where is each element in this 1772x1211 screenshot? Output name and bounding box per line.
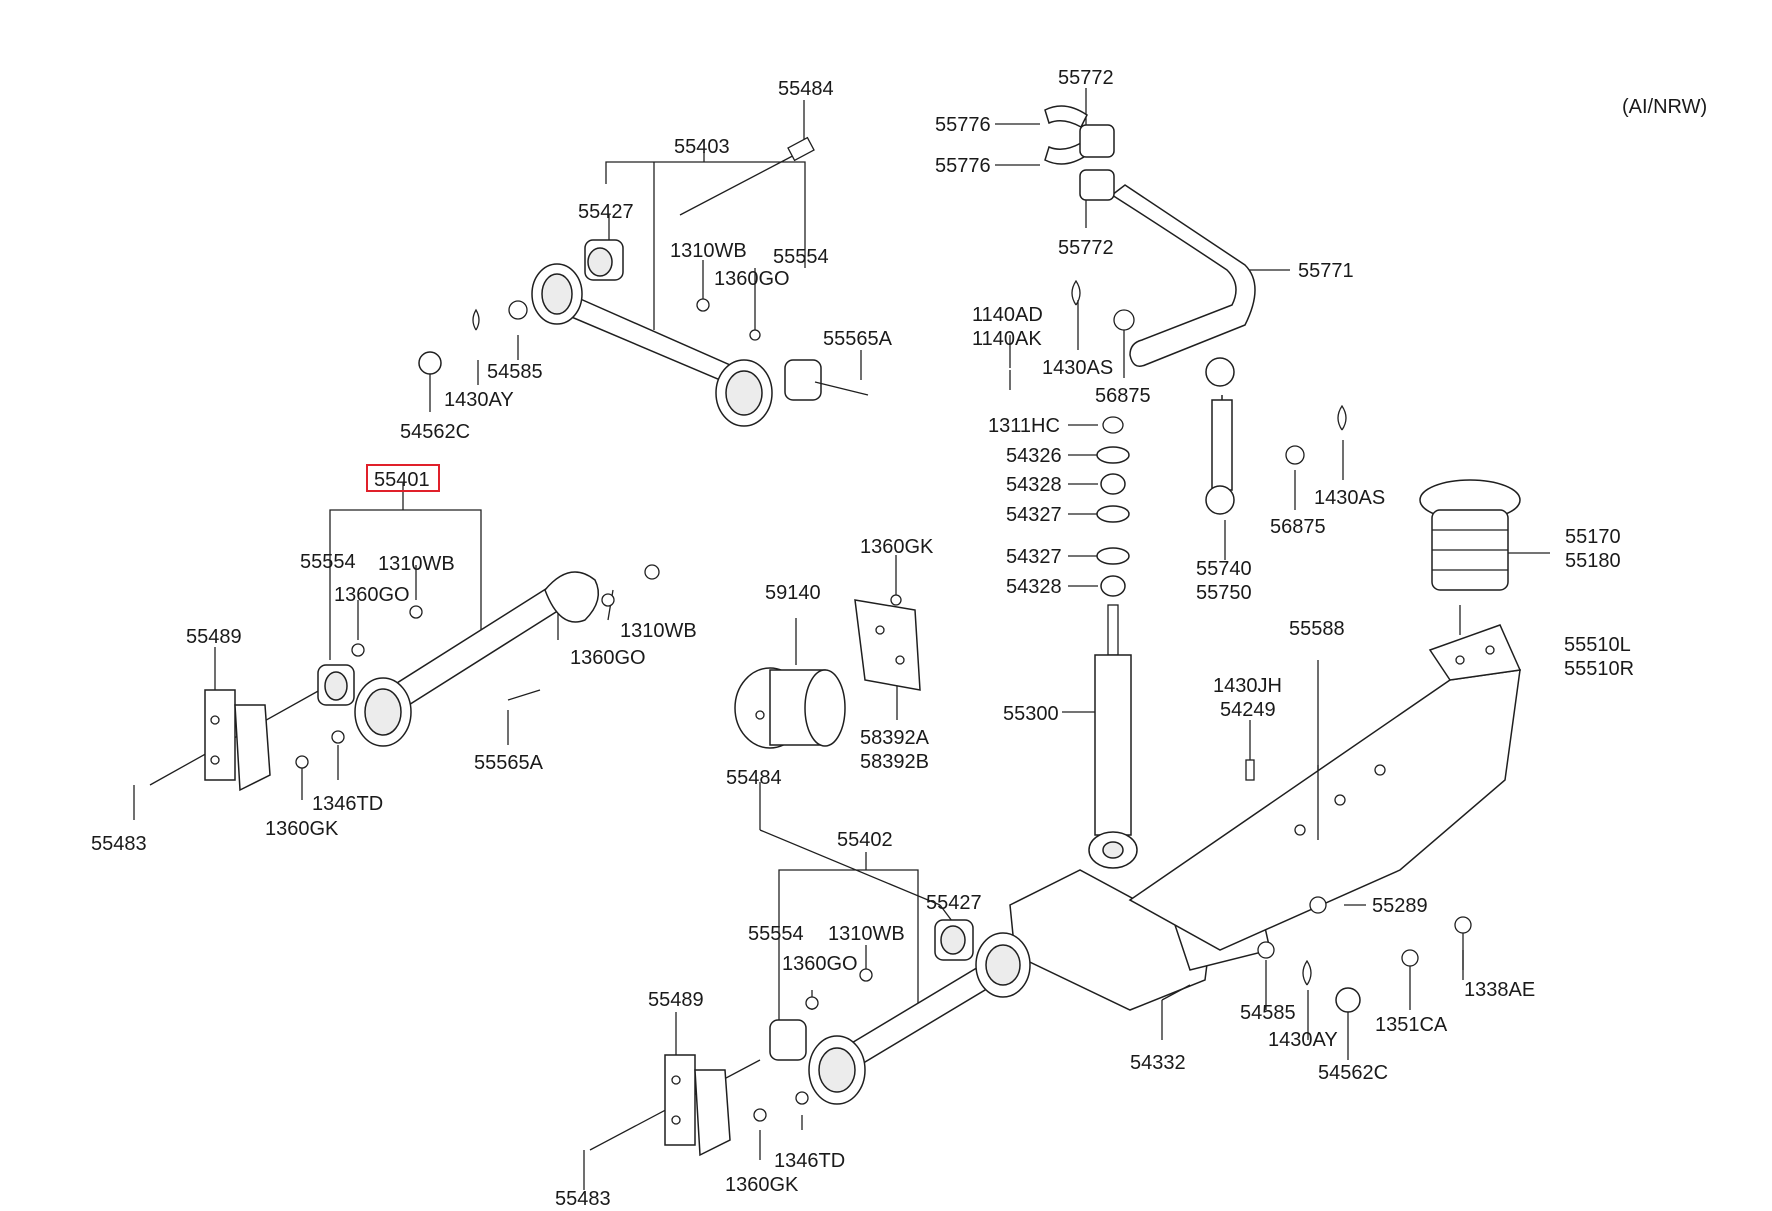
part-label-55170[interactable]: 55170 <box>1565 526 1621 548</box>
part-label-54332[interactable]: 54332 <box>1130 1052 1186 1074</box>
part-label-1140AD[interactable]: 1140AD <box>972 304 1043 326</box>
part-label-1430AY-top[interactable]: 1430AY <box>444 389 514 411</box>
part-label-55427-top[interactable]: 55427 <box>578 201 634 223</box>
part-label-54562C-top[interactable]: 54562C <box>400 421 470 443</box>
part-label-55403[interactable]: 55403 <box>674 136 730 158</box>
variant-code: (AI/NRW) <box>1622 96 1707 118</box>
part-label-1360GK-left[interactable]: 1360GK <box>265 818 339 840</box>
part-labels: (AI/NRW) 55484 55403 55427 1310WB 1360GO… <box>91 67 1707 1210</box>
part-label-55771[interactable]: 55771 <box>1298 260 1354 282</box>
part-label-1310WB-mid2[interactable]: 1310WB <box>620 620 697 642</box>
part-label-58392A[interactable]: 58392A <box>860 727 930 749</box>
part-label-1338AE[interactable]: 1338AE <box>1464 979 1535 1001</box>
part-label-55554-bot[interactable]: 55554 <box>748 923 804 945</box>
part-label-1430AS-b[interactable]: 1430AS <box>1314 487 1385 509</box>
part-label-1310WB-mid[interactable]: 1310WB <box>378 553 455 575</box>
part-label-1360GO-bot[interactable]: 1360GO <box>782 953 858 975</box>
part-label-54585-bot[interactable]: 54585 <box>1240 1002 1296 1024</box>
part-label-1360GK-mid[interactable]: 1360GK <box>860 536 934 558</box>
part-label-59140[interactable]: 59140 <box>765 582 821 604</box>
part-label-1360GK-bot[interactable]: 1360GK <box>725 1174 799 1196</box>
part-label-1346TD-bot[interactable]: 1346TD <box>774 1150 845 1172</box>
part-label-54328-b[interactable]: 54328 <box>1006 576 1062 598</box>
part-label-55180[interactable]: 55180 <box>1565 550 1621 572</box>
highlight-box-55401[interactable] <box>366 464 440 492</box>
part-label-55776-b[interactable]: 55776 <box>935 155 991 177</box>
part-label-55483-top[interactable]: 55483 <box>91 833 147 855</box>
part-label-55489-bot[interactable]: 55489 <box>648 989 704 1011</box>
part-label-1310WB-bot[interactable]: 1310WB <box>828 923 905 945</box>
part-label-55750[interactable]: 55750 <box>1196 582 1252 604</box>
part-label-55565A-top[interactable]: 55565A <box>823 328 893 350</box>
part-label-55772-b[interactable]: 55772 <box>1058 237 1114 259</box>
parts-art <box>149 105 1522 1157</box>
part-label-54326[interactable]: 54326 <box>1006 445 1062 467</box>
part-label-1140AK[interactable]: 1140AK <box>972 328 1042 350</box>
part-label-54327-b[interactable]: 54327 <box>1006 546 1062 568</box>
part-label-55402[interactable]: 55402 <box>837 829 893 851</box>
part-label-55772-top[interactable]: 55772 <box>1058 67 1114 89</box>
part-label-54585-top[interactable]: 54585 <box>487 361 543 383</box>
part-label-55510L[interactable]: 55510L <box>1564 634 1631 656</box>
part-label-55510R[interactable]: 55510R <box>1564 658 1634 680</box>
part-label-55483-bot[interactable]: 55483 <box>555 1188 611 1210</box>
part-label-55300[interactable]: 55300 <box>1003 703 1059 725</box>
leader-lines <box>133 88 1550 1190</box>
part-label-55588[interactable]: 55588 <box>1289 618 1345 640</box>
part-label-1346TD-top[interactable]: 1346TD <box>312 793 383 815</box>
part-label-1310WB-top[interactable]: 1310WB <box>670 240 747 262</box>
part-label-54327-a[interactable]: 54327 <box>1006 504 1062 526</box>
part-label-1430JH[interactable]: 1430JH <box>1213 675 1282 697</box>
part-label-1360GO-top[interactable]: 1360GO <box>714 268 790 290</box>
part-label-55776-a[interactable]: 55776 <box>935 114 991 136</box>
part-label-55427-bot[interactable]: 55427 <box>926 892 982 914</box>
part-label-55489-top[interactable]: 55489 <box>186 626 242 648</box>
part-label-55554-top[interactable]: 55554 <box>773 246 829 268</box>
part-label-1430AS-top[interactable]: 1430AS <box>1042 357 1113 379</box>
part-label-54562C-bot[interactable]: 54562C <box>1318 1062 1388 1084</box>
part-label-1311HC[interactable]: 1311HC <box>988 415 1060 437</box>
part-label-54328-a[interactable]: 54328 <box>1006 474 1062 496</box>
part-label-56875-b[interactable]: 56875 <box>1270 516 1326 538</box>
part-label-55740[interactable]: 55740 <box>1196 558 1252 580</box>
part-label-1351CA[interactable]: 1351CA <box>1375 1014 1448 1036</box>
part-label-55565A-mid[interactable]: 55565A <box>474 752 544 774</box>
part-label-55401[interactable]: 55401 <box>374 469 430 491</box>
part-label-1430AY-bot[interactable]: 1430AY <box>1268 1029 1338 1051</box>
part-label-55289[interactable]: 55289 <box>1372 895 1428 917</box>
part-label-54249[interactable]: 54249 <box>1220 699 1276 721</box>
part-label-1360GO-mid2[interactable]: 1360GO <box>570 647 646 669</box>
part-label-55484-bot[interactable]: 55484 <box>726 767 782 789</box>
part-label-56875-top[interactable]: 56875 <box>1095 385 1151 407</box>
part-label-58392B[interactable]: 58392B <box>860 751 929 773</box>
part-label-55554-mid[interactable]: 55554 <box>300 551 356 573</box>
part-label-1360GO-mid[interactable]: 1360GO <box>334 584 410 606</box>
part-label-55484-top[interactable]: 55484 <box>778 78 834 100</box>
